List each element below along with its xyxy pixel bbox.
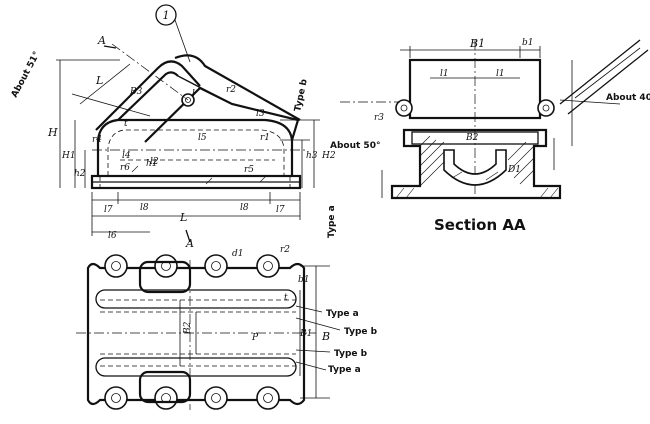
section-hatching [395, 135, 559, 199]
radius-r6: r6 [120, 163, 130, 173]
section-aa-caption: Section AA [434, 216, 526, 234]
dim-B2-plan: B2 [183, 321, 193, 335]
dim-H1: H1 [61, 151, 76, 161]
dim-P: P [251, 333, 259, 343]
radius-r2-plan: r2 [280, 245, 290, 255]
angle-label-40: About 40° [606, 93, 650, 103]
section-mark-a-top: A [97, 34, 106, 47]
type-a-label-2: Type a [328, 365, 361, 375]
dim-h3: h3 [306, 151, 318, 161]
dim-l3: l3 [256, 109, 265, 119]
dim-l5: l5 [198, 133, 207, 143]
radius-r4: r4 [92, 135, 102, 145]
dim-l8-right: l8 [240, 203, 249, 213]
side-view [56, 4, 320, 243]
dim-L-bottom: L [179, 211, 187, 224]
dim-H: H [47, 126, 58, 139]
dim-H2: H2 [321, 151, 336, 161]
dim-l1-left: l1 [440, 69, 449, 79]
type-b-label-2: Type b [334, 349, 368, 359]
dim-l2: l2 [150, 157, 159, 167]
item-number-1: 1 [163, 9, 170, 22]
plan-view [76, 254, 341, 410]
section-aa-view [340, 39, 649, 200]
thickness-t-side: t [124, 119, 128, 129]
radius-r3: r3 [374, 113, 384, 123]
dim-b1-section: b1 [522, 38, 534, 48]
dim-l1-right: l1 [496, 69, 505, 79]
dim-B: B [321, 330, 330, 343]
dim-B3: B3 [129, 87, 143, 97]
dim-b1-plan: b1 [298, 275, 310, 285]
dim-l7-left: l7 [104, 205, 113, 215]
dim-B1-plan: B1 [299, 329, 312, 339]
angle-label-50: About 50° [330, 141, 380, 151]
type-b-label-1: Type b [344, 327, 378, 337]
dim-l4: l4 [122, 151, 131, 161]
thickness-t-plan: t [284, 293, 288, 303]
dim-L-inclined: L [95, 74, 103, 87]
radius-r2: r2 [226, 85, 236, 95]
dim-d1: d1 [232, 249, 244, 259]
dim-l-side: l [192, 89, 195, 99]
type-a-label-side: Type a [327, 205, 337, 238]
dim-h2: h2 [74, 169, 86, 179]
section-mark-a-bottom: A [185, 237, 194, 250]
dim-l8-left: l8 [140, 203, 149, 213]
angle-label-51: About 51° [10, 50, 43, 99]
radius-r1: r1 [260, 133, 270, 143]
dim-B1-section: B1 [469, 37, 485, 50]
radius-r5: r5 [244, 165, 254, 175]
dim-l7-right: l7 [276, 205, 285, 215]
dim-l6: l6 [108, 231, 117, 241]
dim-h1: h1 [146, 159, 158, 169]
type-b-label-top: Type b [293, 78, 310, 113]
dim-D1: D1 [507, 165, 521, 175]
type-a-label-1: Type a [326, 309, 359, 319]
dim-B2-section: B2 [465, 133, 479, 143]
